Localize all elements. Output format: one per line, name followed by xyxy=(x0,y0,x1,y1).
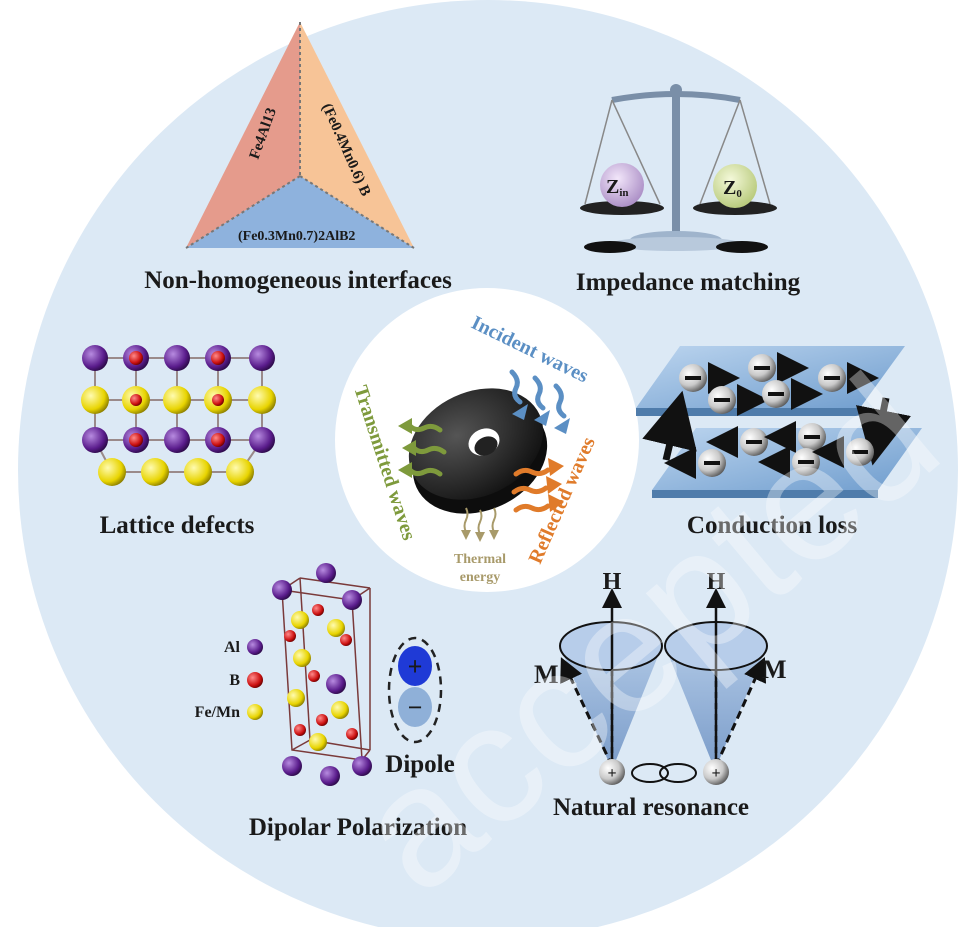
legend-b-dot xyxy=(247,672,263,688)
dipole-minus-sign: − xyxy=(408,693,423,722)
impedance-label: Impedance matching xyxy=(576,269,801,296)
reflected-arrows xyxy=(511,467,551,513)
legend-femn-dot xyxy=(247,704,263,720)
polarization-label: Dipolar Polarization xyxy=(249,814,467,841)
legend-b-label: B xyxy=(229,672,240,689)
spin-left xyxy=(599,759,625,785)
spin-right xyxy=(703,759,729,785)
phase-bottom-region xyxy=(186,176,414,248)
phase-bottom-label: (Fe0.3Mn0.7)2AlB2 xyxy=(238,229,355,244)
z-0-label: Z0 xyxy=(723,177,742,200)
resonance-label: Natural resonance xyxy=(553,794,749,821)
m-right-label: M xyxy=(762,655,787,684)
z-in-label: Zin xyxy=(606,176,629,199)
dipole-outline xyxy=(387,636,443,744)
conduction-label: Conduction loss xyxy=(687,512,857,539)
z-in-sphere xyxy=(600,163,644,207)
thermal-arrows xyxy=(463,507,497,535)
legend-al-dot xyxy=(247,639,263,655)
dipole-negative xyxy=(398,687,432,727)
unit-cell-atoms xyxy=(272,563,372,786)
h-right-label: H xyxy=(707,569,726,595)
thermal-label-line1: Thermal xyxy=(454,552,506,567)
dipole-plus-sign: + xyxy=(408,652,423,681)
phase-left-region xyxy=(186,22,300,248)
impedance-panel: Zin Z0 Impedance matching xyxy=(576,84,801,296)
m-left-label: M xyxy=(534,660,559,689)
conduction-panel: Conduction loss xyxy=(636,346,922,539)
electrons-bottom xyxy=(664,421,874,479)
electrons-top xyxy=(679,352,879,416)
legend-femn-label: Fe/Mn xyxy=(195,704,240,721)
phase-right-region xyxy=(300,22,414,248)
lattice-label: Lattice defects xyxy=(100,512,255,539)
polarization-panel: Al B Fe/Mn + − Dipole Dipolar Polarizati… xyxy=(195,563,467,841)
resonance-panel: + + H H M M Natural resonance xyxy=(534,569,787,821)
dipole-positive xyxy=(398,646,432,686)
dipole-label: Dipole xyxy=(385,751,454,778)
spin-left-sign: + xyxy=(607,765,616,782)
interfaces-label: Non-homogeneous interfaces xyxy=(144,267,452,294)
incident-arrows xyxy=(509,369,567,419)
z-0-sphere xyxy=(713,164,757,208)
absorber-panel: Incident waves Transmitted waves Reflect… xyxy=(335,288,639,592)
legend-al-label: Al xyxy=(224,639,241,656)
h-left-label: H xyxy=(603,569,622,595)
interfaces-panel: Fe4Al13 (Fe0.4Mn0.6) B (Fe0.3Mn0.7)2AlB2… xyxy=(144,22,452,294)
transmitted-arrows xyxy=(407,423,447,477)
spin-right-sign: + xyxy=(711,765,720,782)
thermal-label-line2: energy xyxy=(460,570,500,585)
lattice-atoms xyxy=(81,345,276,486)
